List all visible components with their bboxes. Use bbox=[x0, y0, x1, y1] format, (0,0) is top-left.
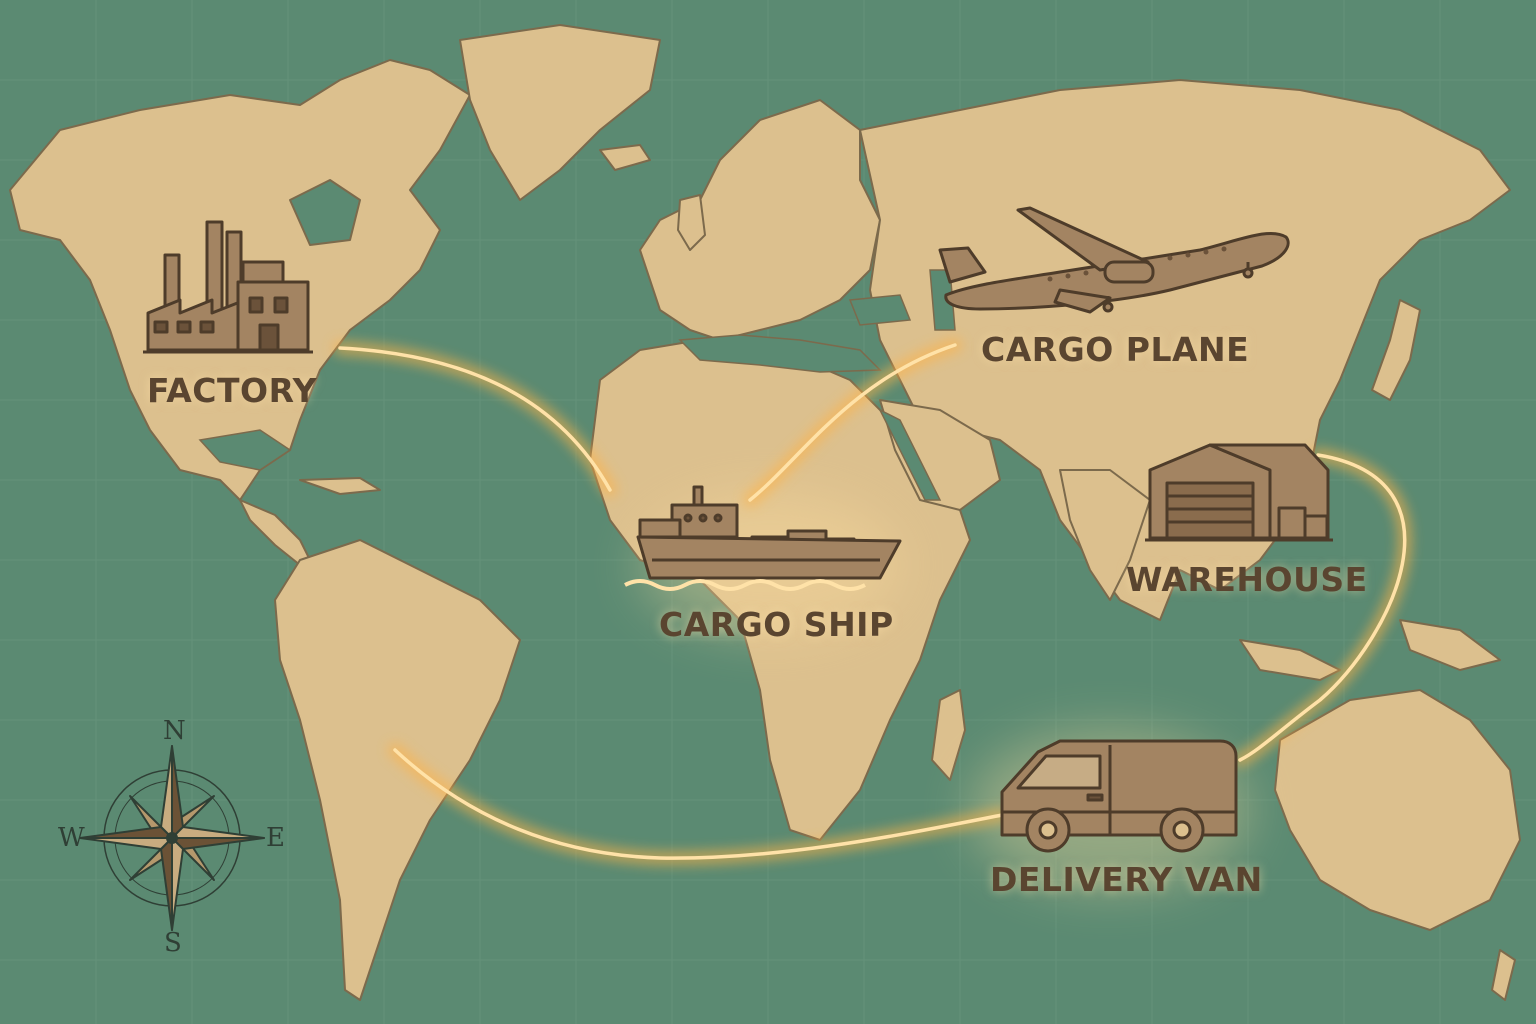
route-warehouse-to-van bbox=[1238, 453, 1407, 762]
factory-icon bbox=[143, 220, 313, 354]
australia bbox=[1274, 689, 1521, 931]
airplane-icon bbox=[938, 206, 1290, 314]
uk-islands bbox=[677, 194, 706, 251]
warehouse-icon bbox=[1145, 443, 1333, 542]
madagascar bbox=[931, 689, 966, 781]
stop-label-cargo-ship: CARGO SHIP bbox=[659, 605, 894, 644]
stop-label-cargo-plane: CARGO PLANE bbox=[981, 330, 1250, 369]
arabian-peninsula bbox=[879, 399, 1001, 511]
delivery-van-icon bbox=[1000, 739, 1238, 853]
compass-east: E bbox=[266, 823, 285, 853]
compass-rose-icon bbox=[79, 745, 265, 931]
iceland bbox=[599, 144, 651, 171]
compass-south: S bbox=[164, 928, 182, 958]
south-america bbox=[274, 539, 521, 1001]
india bbox=[1059, 469, 1151, 601]
inland-seas bbox=[198, 269, 956, 501]
caspian-sea bbox=[929, 269, 956, 331]
japan bbox=[1371, 299, 1421, 401]
new-guinea bbox=[1399, 619, 1501, 671]
new-zealand bbox=[1491, 949, 1516, 1001]
indonesia bbox=[1239, 639, 1341, 681]
greenland bbox=[459, 24, 661, 201]
stop-label-warehouse: WAREHOUSE bbox=[1126, 560, 1368, 599]
stop-label-factory: FACTORY bbox=[147, 371, 318, 410]
route-ship-to-plane bbox=[748, 343, 957, 502]
compass-north: N bbox=[163, 716, 186, 746]
route-factory-to-ship bbox=[338, 346, 612, 492]
shipping-route bbox=[333, 338, 1412, 866]
black-sea bbox=[848, 294, 912, 326]
route-south-america-to-van bbox=[393, 748, 1004, 860]
red-sea bbox=[878, 408, 942, 501]
cuba bbox=[299, 477, 381, 495]
gulf-of-mexico bbox=[198, 429, 292, 471]
stop-label-delivery-van: DELIVERY VAN bbox=[990, 860, 1263, 899]
compass-west: W bbox=[58, 823, 85, 853]
mediterranean-sea bbox=[678, 334, 882, 373]
hudson-bay bbox=[289, 179, 361, 246]
cargo-ship-icon bbox=[624, 485, 902, 591]
